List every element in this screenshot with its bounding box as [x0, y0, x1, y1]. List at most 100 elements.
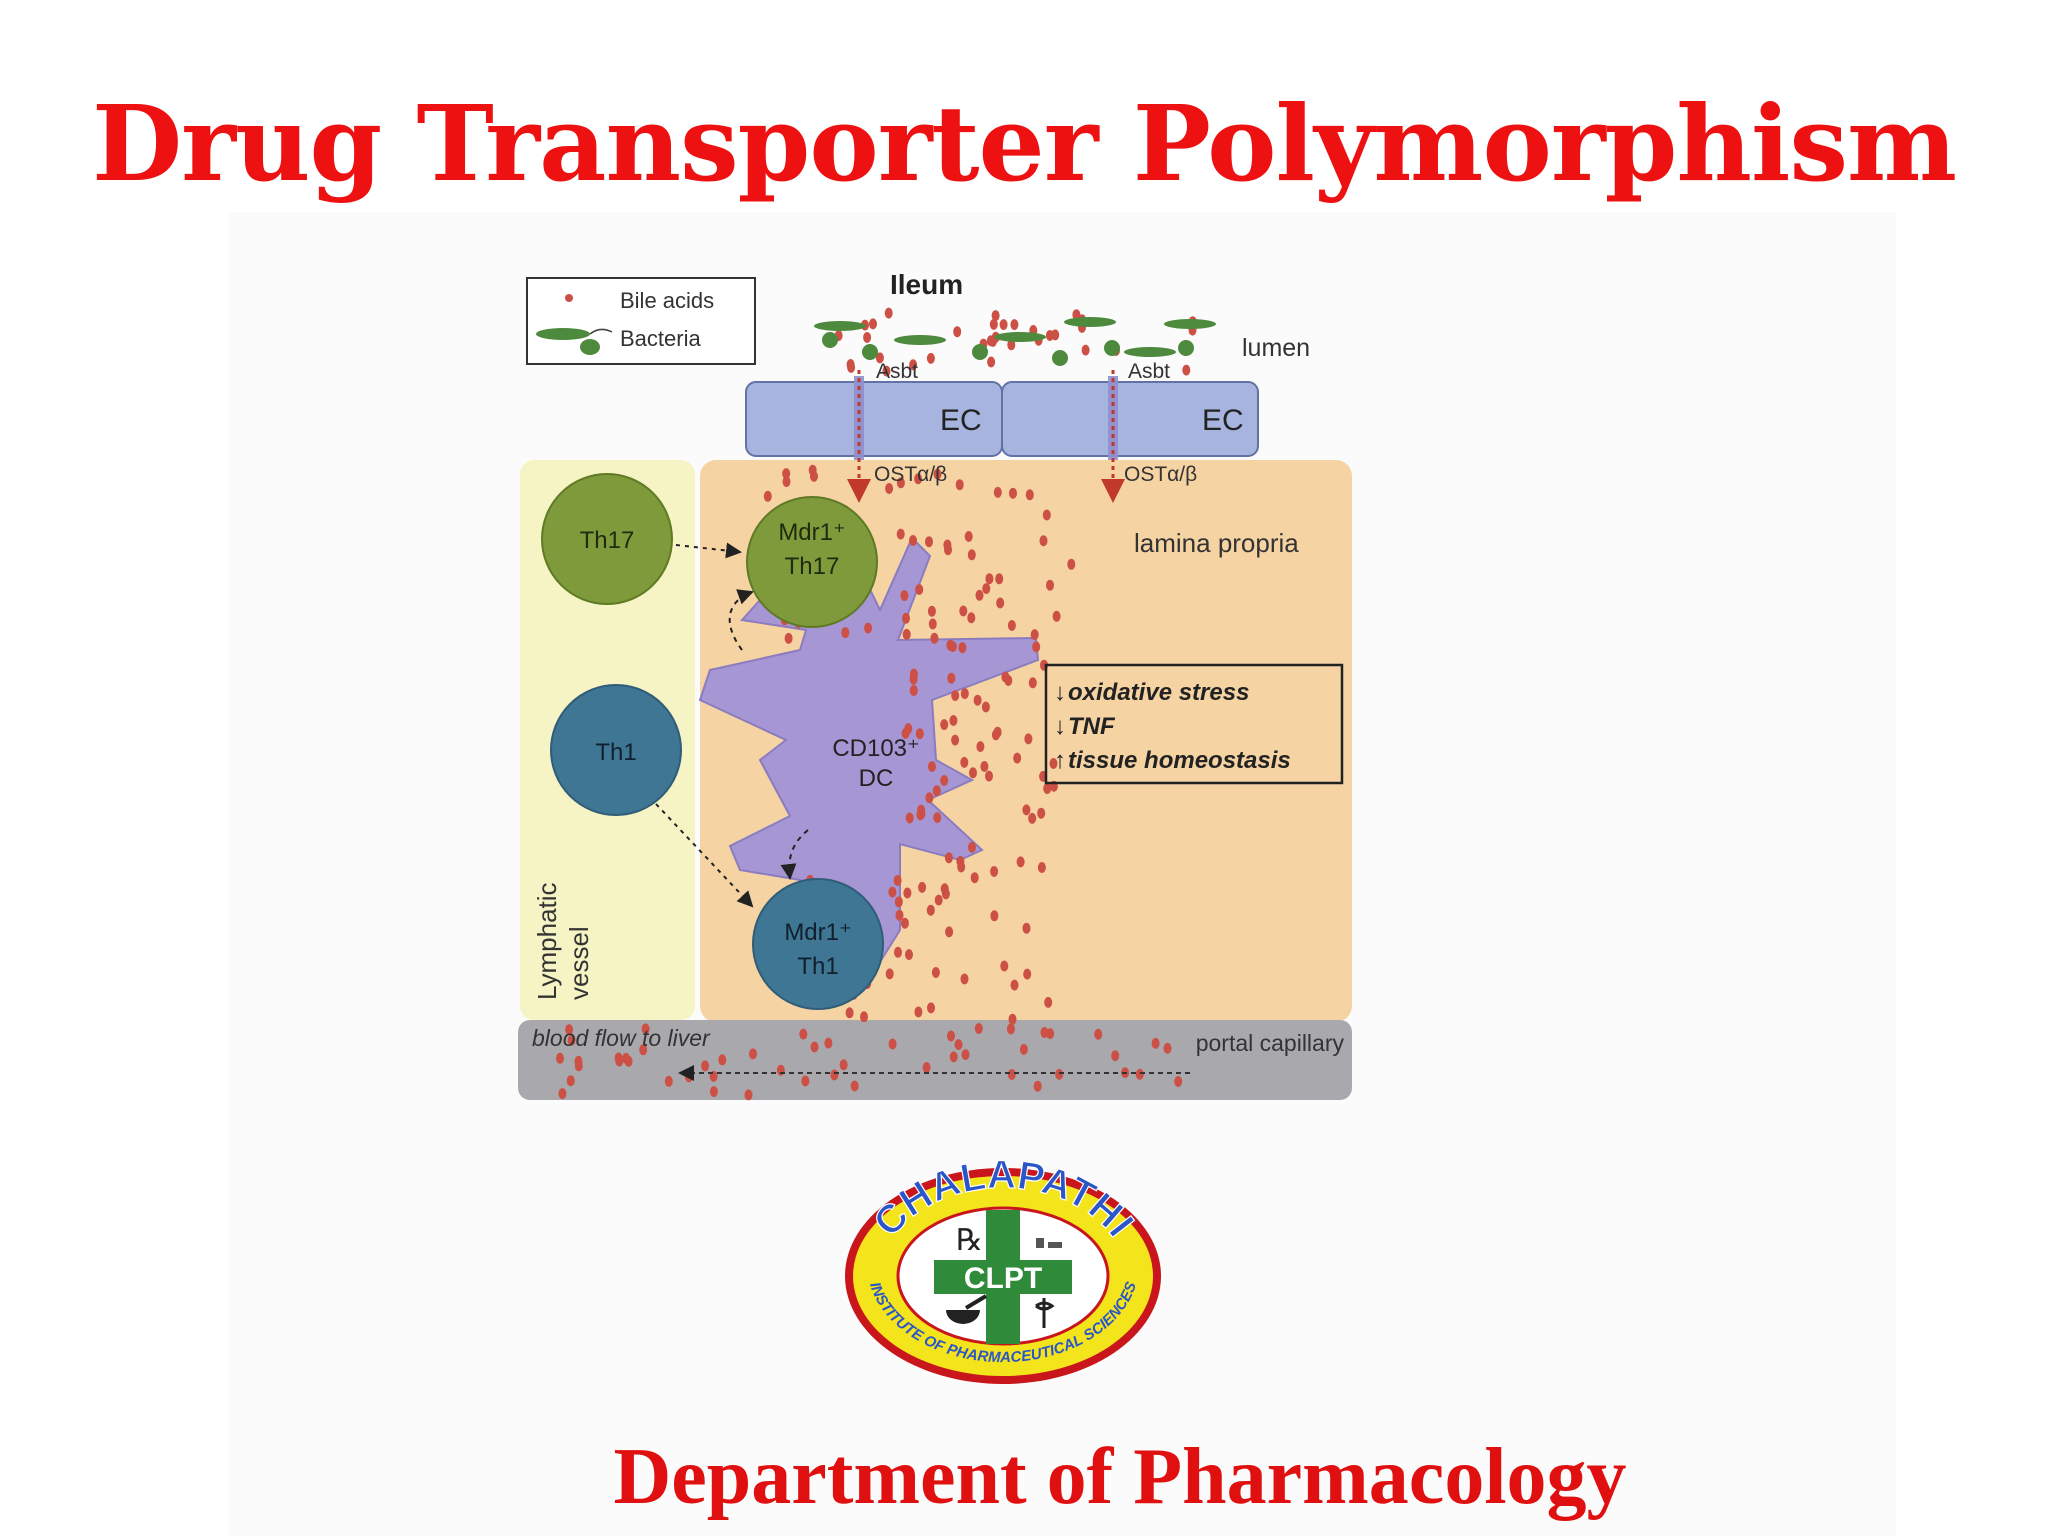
asbt-label-left: Asbt	[876, 360, 918, 383]
dc-to-th17-arrow	[728, 589, 754, 651]
mdr1-th17-cell	[746, 496, 878, 628]
bile-acid-dot	[1094, 1028, 1103, 1040]
bacteria-coccus	[1052, 350, 1068, 366]
bile-acid-dot	[885, 483, 894, 494]
bile-acid-dot	[940, 883, 949, 895]
bacteria-coccus	[1104, 340, 1120, 356]
bile-acid-dot	[902, 612, 910, 624]
bile-acid-dot	[953, 326, 962, 338]
logo-center-text: CLPT	[964, 1262, 1042, 1295]
th17-label: Th17	[580, 527, 635, 554]
bile-acid-dot	[968, 841, 976, 853]
bile-acid-dot	[1009, 487, 1017, 499]
bile-acid-dot	[882, 365, 891, 377]
bile-acid-dot	[664, 1075, 673, 1087]
bile-acid-dot	[782, 476, 791, 488]
bile-acid-dot	[839, 1059, 848, 1071]
bile-acid-dot	[900, 590, 909, 602]
bacteria-coccus	[862, 344, 878, 360]
bile-acid-dot	[933, 812, 942, 824]
bile-acid-dot	[744, 1089, 753, 1101]
bile-acid-dot	[1044, 996, 1053, 1008]
bile-acid-dot	[960, 688, 969, 700]
bile-acid-dot	[969, 767, 977, 779]
bile-acid-dot	[945, 926, 954, 938]
bile-acid-dot	[895, 909, 904, 921]
bile-acid-dot	[960, 756, 969, 768]
bile-acid-dot	[1067, 558, 1076, 570]
epithelial-cell-right	[1001, 381, 1259, 457]
bile-acid-dot	[1022, 804, 1031, 816]
bile-acid-dot	[901, 727, 910, 739]
bile-acid-dot	[925, 536, 933, 548]
effect-2-text: TNF	[1068, 713, 1116, 740]
bile-acid-dot	[944, 544, 952, 556]
bile-acid-dot	[1000, 960, 1009, 972]
logo-cross-horizontal	[934, 1260, 1072, 1294]
bile-acid-dot	[991, 310, 1000, 322]
bile-acid-dot	[1042, 509, 1051, 521]
bile-acid-dot	[1081, 344, 1090, 356]
effects-box	[1044, 663, 1344, 785]
bile-acid-dot	[930, 632, 939, 644]
bile-acid-dot	[615, 1055, 624, 1067]
bile-acid-dot	[1033, 1080, 1042, 1092]
legend-bacteria-cocci	[580, 339, 600, 355]
bile-acid-dot	[905, 812, 914, 824]
bile-acid-dot	[1028, 812, 1037, 824]
bile-acid-dot	[1006, 1023, 1015, 1035]
ost-label-right: OSTα/β	[1124, 463, 1197, 486]
bile-acid-dot	[934, 894, 943, 906]
bile-acid-dot	[903, 887, 912, 899]
mdr1-th17-label-line1: Mdr1⁺	[778, 519, 845, 546]
bile-acid-dot	[926, 904, 935, 916]
bile-acid-dot	[864, 622, 873, 634]
bile-acid-dot	[964, 531, 973, 542]
bile-acid-dot	[1019, 1043, 1028, 1055]
bile-acid-dot	[990, 866, 999, 877]
th17-cell	[541, 473, 673, 605]
bile-acid-dot	[940, 719, 949, 731]
bile-acid-dot	[1135, 1068, 1144, 1080]
bile-acid-dot	[1055, 1068, 1064, 1080]
bile-acid-dot	[1182, 364, 1191, 376]
ileum-heading: Ileum	[890, 269, 963, 300]
bile-acid-dot	[776, 1064, 785, 1076]
bile-acid-dot	[975, 589, 984, 601]
bile-acid-dot	[888, 886, 897, 898]
bile-acid-dot	[1052, 610, 1061, 622]
bile-acid-dot	[1111, 1050, 1120, 1062]
bile-acid-dot	[1016, 856, 1025, 868]
mdr1-th1-label-line2: Th1	[797, 953, 838, 980]
bile-acid-dot	[1025, 489, 1034, 501]
bile-acid-dot	[948, 641, 957, 653]
bile-acid-dot	[784, 632, 793, 644]
bile-acid-dot	[845, 1007, 854, 1019]
bile-acid-dot	[1163, 1042, 1172, 1054]
bile-acid-dot	[909, 535, 917, 546]
bile-acid-dot	[976, 741, 985, 753]
bacteria-rod	[814, 321, 866, 331]
legend-bile-dot	[565, 294, 573, 302]
bile-acid-dot	[996, 597, 1005, 609]
bile-acid-dot	[982, 583, 991, 595]
portal-capillary-region	[518, 1020, 1352, 1100]
bile-acid-dot	[894, 896, 903, 908]
bile-acid-dot	[956, 855, 965, 867]
logo-factory-icon-part	[1048, 1242, 1062, 1248]
bile-acid-dot	[808, 464, 817, 476]
bile-acid-dot	[917, 804, 926, 816]
legend-flagellum	[589, 328, 613, 335]
bacteria-coccus	[822, 332, 838, 348]
mdr1-th17-label-line2: Th17	[785, 553, 840, 580]
lamina-propria-label: lamina propria	[1134, 528, 1299, 558]
effect-1-text: oxidative stress	[1068, 679, 1249, 706]
bile-acid-dot	[566, 1075, 575, 1087]
effect-2-arrow: ↓	[1054, 713, 1066, 740]
bile-acid-dot	[1072, 309, 1081, 321]
bile-acid-dot	[958, 642, 967, 654]
bile-acid-dot	[1037, 862, 1046, 873]
bile-acid-dot	[850, 1080, 859, 1092]
bile-acid-dot	[709, 1086, 718, 1098]
